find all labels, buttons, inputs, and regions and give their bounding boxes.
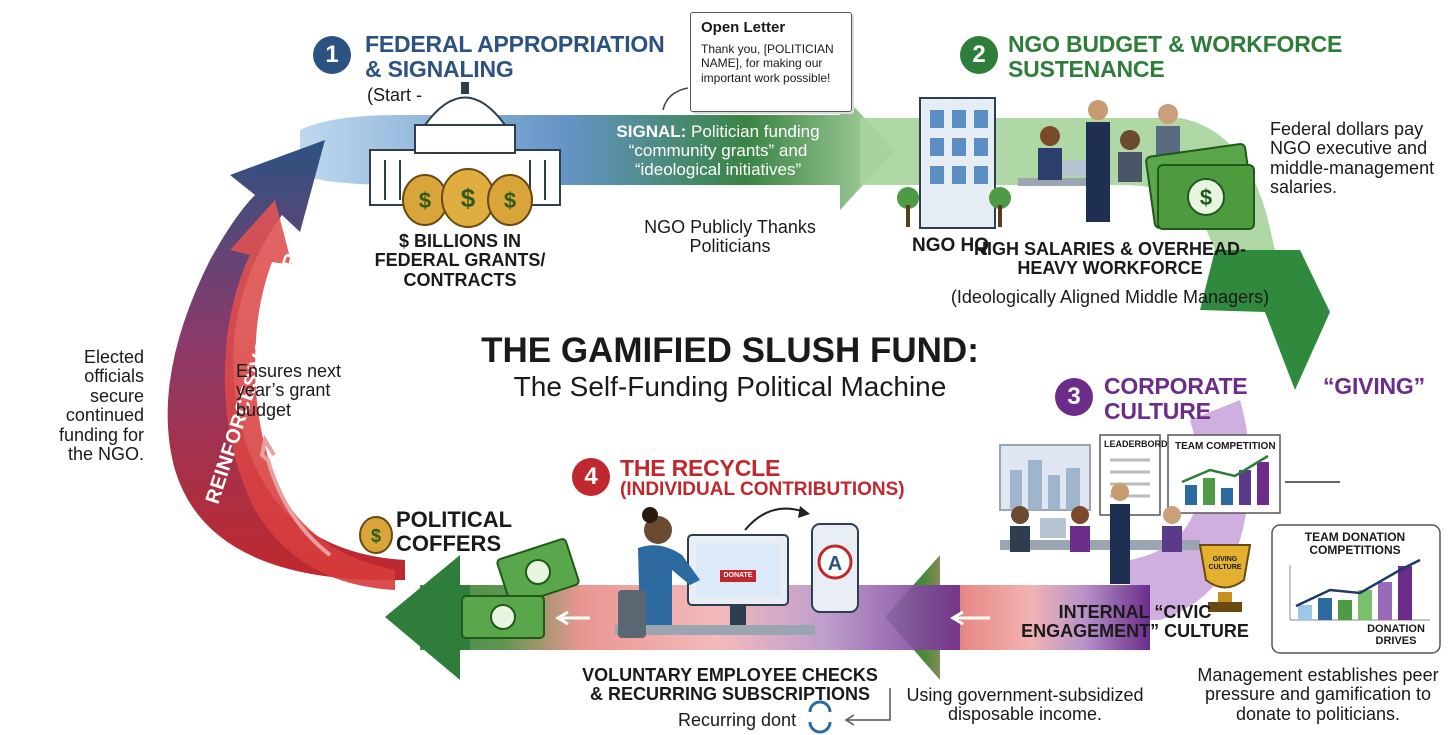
svg-text:$: $ bbox=[1200, 185, 1212, 210]
step-3-badge: 3 bbox=[1055, 378, 1093, 416]
open-letter: Open Letter Thank you, [POLITICIAN NAME]… bbox=[690, 12, 852, 112]
step-2-heading: NGO BUDGET & WORKFORCE SUSTENANCE bbox=[1008, 31, 1343, 82]
ngo-hq-building bbox=[897, 97, 1011, 229]
svg-text:$: $ bbox=[419, 188, 431, 213]
office-scene-3 bbox=[999, 434, 1281, 584]
coffers-bag: $ bbox=[359, 516, 393, 554]
ngo-thanks-text: NGO Publicly Thanks Politicians bbox=[644, 217, 816, 257]
cash-stack-4 bbox=[461, 538, 580, 639]
donation-chart-title: TEAM DONATION COMPETITIONS bbox=[1304, 530, 1406, 557]
step-1-note: (Start - bbox=[367, 85, 423, 105]
salaries-side-note: Federal dollars pay NGO executive and mi… bbox=[1270, 119, 1435, 198]
cash-stack-2: $ bbox=[1145, 143, 1255, 230]
step-4-subheading: (INDIVIDUAL CONTRIBUTIONS) bbox=[620, 479, 905, 500]
elected-officials-note: Elected officials secure continued fundi… bbox=[58, 347, 144, 465]
outer-left-sweep bbox=[167, 140, 405, 581]
right-down-arrow bbox=[1200, 250, 1330, 390]
open-letter-body: Thank you, [POLITICIAN NAME], for making… bbox=[701, 42, 834, 85]
step-1-heading: FEDERAL APPROPRIATION & SIGNALING bbox=[365, 31, 665, 82]
team-competition-label: TEAM COMPETITION bbox=[1175, 441, 1276, 452]
inner-red-sweep bbox=[224, 200, 395, 590]
svg-text:$: $ bbox=[371, 526, 381, 546]
ngo-hq-label: NGO HQ bbox=[912, 235, 990, 256]
federal-grants-caption: $ BILLIONS IN FEDERAL GRANTS/ CONTRACTS bbox=[374, 231, 546, 290]
giving-trophy bbox=[1198, 544, 1252, 612]
recurring-note: Recurring dont bbox=[678, 710, 797, 730]
main-subtitle: The Self-Funding Political Machine bbox=[513, 371, 947, 402]
step-3-heading: CORPORATE CULTURE bbox=[1104, 373, 1248, 424]
signal-label: SIGNAL: bbox=[616, 122, 687, 141]
svg-text:$: $ bbox=[504, 188, 516, 213]
leaderboard-label: LEADERBORD bbox=[1104, 439, 1168, 449]
signal-text: SIGNAL: Politician funding “community gr… bbox=[588, 122, 848, 179]
income-note: Using government-subsidized disposable i… bbox=[906, 685, 1144, 725]
step-1-badge: 1 bbox=[313, 36, 351, 74]
thin-red-arrow bbox=[259, 434, 332, 557]
trophy-label: GIVING CULTURE bbox=[1208, 556, 1242, 571]
political-coffers-label: POLITICAL COFFERS bbox=[396, 507, 512, 556]
svg-text:$: $ bbox=[461, 183, 476, 213]
main-title: THE GAMIFIED SLUSH FUND: bbox=[481, 331, 979, 370]
donation-chart bbox=[1271, 524, 1441, 654]
ensures-budget-note: Ensures next year’s grant budget bbox=[236, 361, 342, 420]
open-letter-title: Open Letter bbox=[701, 19, 786, 36]
giving-label: “GIVING” bbox=[1323, 373, 1425, 399]
high-salaries-caption: HIGH SALARIES & OVERHEAD-HEAVY WORKFORCE bbox=[973, 239, 1247, 279]
donate-button: DONATE bbox=[720, 570, 756, 582]
middle-managers-note: (Ideologically Aligned Middle Managers) bbox=[950, 287, 1270, 307]
bottom-left-arrow bbox=[385, 555, 470, 680]
employee-checks-caption: VOLUNTARY EMPLOYEE CHECKS & RECURRING SU… bbox=[582, 665, 878, 705]
donation-drives-label: DONATION DRIVES bbox=[1367, 623, 1425, 647]
step-4-badge: 4 bbox=[572, 458, 610, 496]
step-4-heading: THE RECYCLE bbox=[620, 455, 781, 481]
recycle-icon bbox=[808, 700, 832, 734]
management-note: Management establishes peer pressure and… bbox=[1197, 665, 1439, 724]
svg-text:A: A bbox=[828, 553, 842, 575]
civic-culture-caption: INTERNAL “CIVIC ENGAGEMENT” CULTURE bbox=[1021, 602, 1249, 642]
step-2-badge: 2 bbox=[960, 36, 998, 74]
signal-body: Politician funding “community grants” an… bbox=[628, 122, 820, 180]
money-bags: $ $ $ bbox=[402, 168, 533, 228]
